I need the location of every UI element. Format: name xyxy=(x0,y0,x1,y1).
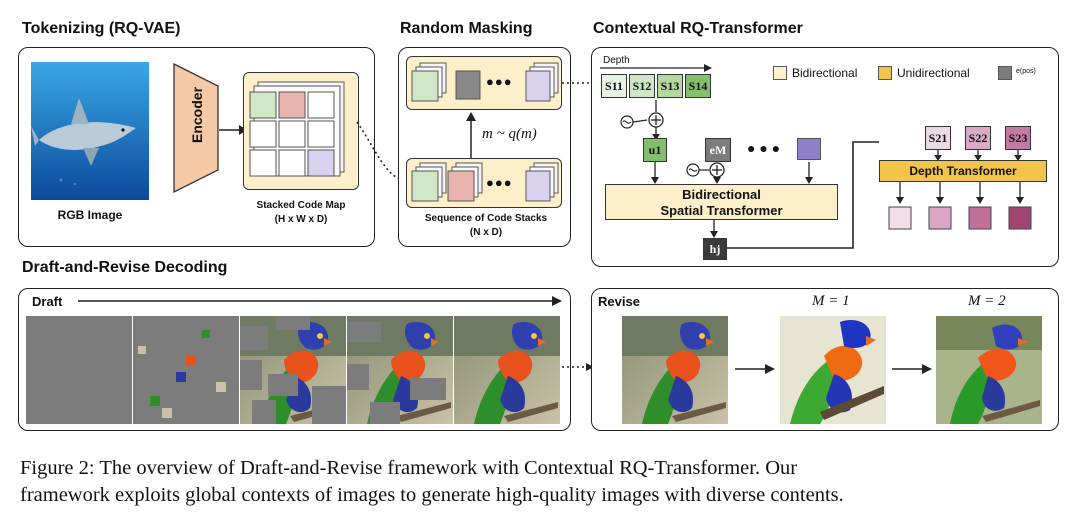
hj-tile: hj xyxy=(703,238,727,260)
transformer-title: Contextual RQ-Transformer xyxy=(593,20,803,37)
draft-label: Draft xyxy=(32,294,63,309)
rgb-image-label: RGB Image xyxy=(57,208,123,222)
hj-to-depth-line xyxy=(727,141,879,249)
legend-pos-label: e(pos) xyxy=(1016,68,1036,75)
s13-tile: S13 xyxy=(657,74,683,98)
depth-transformer-block: Depth Transformer xyxy=(879,160,1047,182)
masked-sequence-tiles xyxy=(411,62,559,102)
encoder-label: Encoder xyxy=(189,86,205,143)
s12-tile: S12 xyxy=(629,74,655,98)
caption-line-2: framework exploits global contexts of im… xyxy=(20,484,844,506)
arrow-up-mask xyxy=(466,112,476,158)
em-tile: eM xyxy=(705,138,731,162)
spatial-transformer-block: Bidirectional Spatial Transformer xyxy=(605,184,838,220)
em-sum xyxy=(686,162,725,178)
m1-label: M = 1 xyxy=(812,293,850,309)
purple-code-tile xyxy=(797,138,821,160)
tokenizing-title: Tokenizing (RQ-VAE) xyxy=(22,20,181,37)
mask-formula: m ~ q(m) xyxy=(482,126,537,142)
revise-label: Revise xyxy=(598,294,640,309)
masking-title: Random Masking xyxy=(400,20,533,37)
spatial-line-2: Spatial Transformer xyxy=(660,203,783,218)
legend-bidirectional-label: Bidirectional xyxy=(792,66,858,80)
m2-label: M = 2 xyxy=(968,293,1006,309)
arrow-revise-1 xyxy=(735,364,775,374)
code-stack-tiles xyxy=(411,162,559,202)
depth-arrow xyxy=(600,64,712,72)
draft-arrow xyxy=(78,296,562,306)
stacked-code-map xyxy=(249,81,345,177)
revise-image-0 xyxy=(622,316,728,424)
rgb-image xyxy=(31,62,149,200)
embedding-sum xyxy=(620,100,664,140)
decoding-title: Draft-and-Revise Decoding xyxy=(22,259,228,276)
s14-tile: S14 xyxy=(685,74,711,98)
revise-image-1 xyxy=(780,316,886,424)
arrow-to-hj xyxy=(710,220,718,238)
u1-tile: u1 xyxy=(643,138,667,162)
s23-tile: S23 xyxy=(1005,126,1031,150)
legend-unidirectional-swatch xyxy=(878,66,892,80)
code-map-label-1: Stacked Code Map xyxy=(256,200,346,211)
code-stack-dots: ●●● xyxy=(486,175,513,190)
caption-line-1: Figure 2: The overview of Draft-and-Revi… xyxy=(20,457,798,479)
code-map-label-2: (H x W x D) xyxy=(274,214,328,225)
arrows-into-spatial xyxy=(651,162,813,184)
revise-image-2 xyxy=(936,316,1042,424)
transformer-dots: ● ● ● xyxy=(747,140,781,156)
depth-outputs xyxy=(888,182,1032,230)
encoder-block xyxy=(173,62,219,194)
depth-label: Depth xyxy=(603,55,630,66)
legend-unidirectional-label: Unidirectional xyxy=(897,66,970,80)
s11-tile: S11 xyxy=(601,74,627,98)
s22-tile: S22 xyxy=(965,126,991,150)
legend-pos-swatch xyxy=(998,66,1012,80)
seq-label-2: (N x D) xyxy=(469,227,503,238)
spatial-line-1: Bidirectional xyxy=(682,187,761,202)
arrows-s2-to-depth xyxy=(934,150,1022,161)
figure-caption: Figure 2: The overview of Draft-and-Revi… xyxy=(20,455,1070,509)
seq-label-1: Sequence of Code Stacks xyxy=(424,213,548,224)
legend-bidirectional-swatch xyxy=(773,66,787,80)
draft-image-strip xyxy=(26,316,560,424)
s21-tile: S21 xyxy=(925,126,951,150)
dotted-arrow-to-revise xyxy=(562,363,594,371)
arrow-revise-2 xyxy=(892,364,932,374)
masked-dots: ●●● xyxy=(486,74,513,89)
